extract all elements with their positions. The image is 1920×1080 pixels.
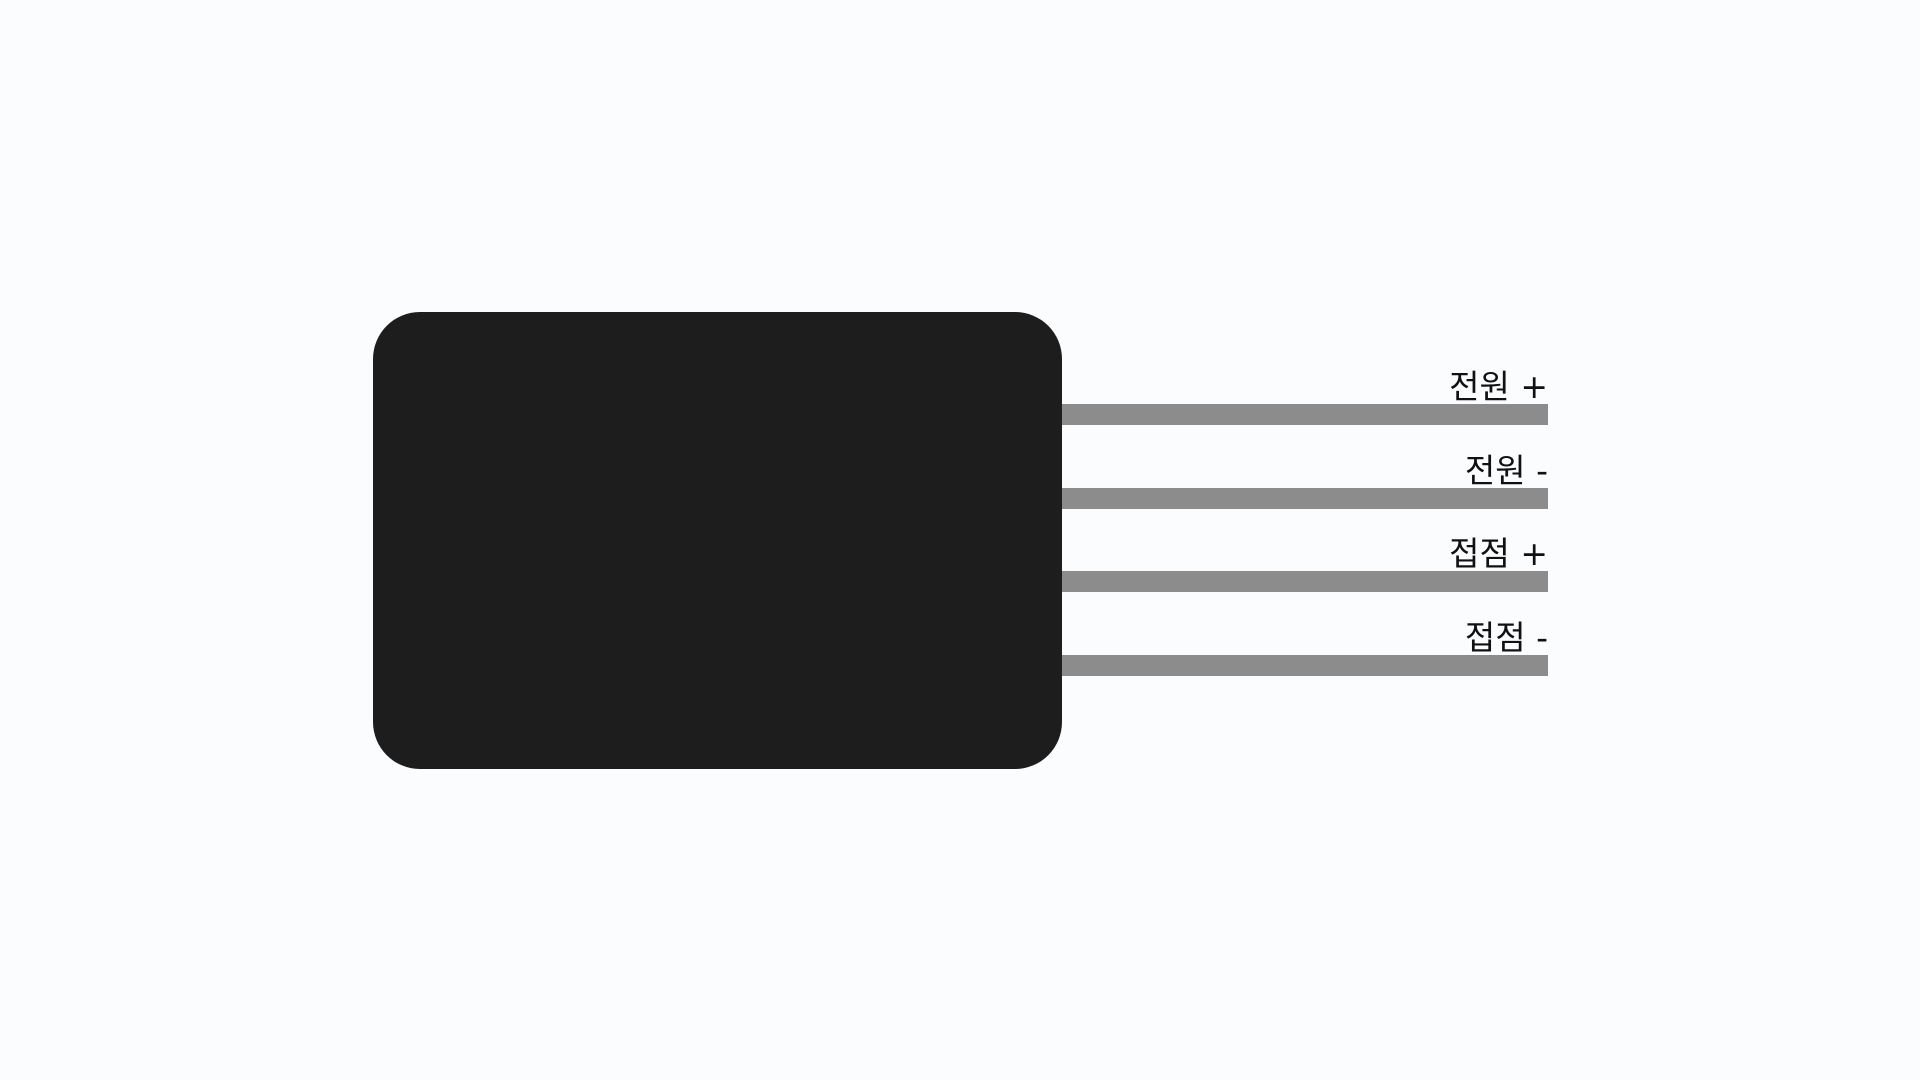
wire-power-minus: 전원 - [1062,439,1548,509]
wire-contact-minus: 접점 - [1062,606,1548,676]
wire-lead-power-plus [1062,404,1548,425]
wire-label-contact-minus: 접점 - [1464,618,1548,657]
wire-label-power-minus: 전원 - [1464,451,1548,490]
wire-label-contact-plus: 접점 + [1449,534,1548,573]
wire-lead-contact-plus [1062,571,1548,592]
device-body [373,312,1062,769]
wire-lead-contact-minus [1062,655,1548,676]
wire-lead-power-minus [1062,488,1548,509]
wire-label-power-plus: 전원 + [1449,367,1548,406]
wire-power-plus: 전원 + [1062,355,1548,425]
wire-contact-plus: 접점 + [1062,522,1548,592]
